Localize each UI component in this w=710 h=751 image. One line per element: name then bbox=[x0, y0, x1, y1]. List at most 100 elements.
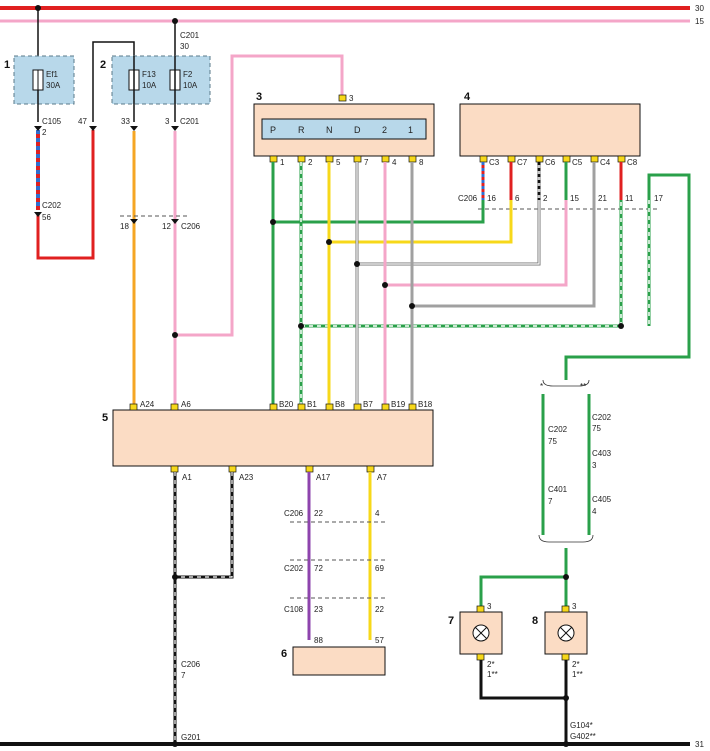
m5-b1: B1 bbox=[307, 400, 317, 409]
sel-pin-8: 8 bbox=[419, 158, 424, 167]
component-1-label: 1 bbox=[4, 59, 10, 71]
c105-label: C105 bbox=[42, 117, 62, 126]
c401-label: C401 bbox=[548, 485, 568, 494]
component-3-selector: 3 3 P R N D 2 1 1 2 5 7 4 8 bbox=[253, 91, 435, 167]
component-2-label: 2 bbox=[100, 59, 106, 71]
lamp-8: 8 3 2* 1** bbox=[532, 602, 588, 679]
fuse-box-1 bbox=[13, 55, 75, 105]
gear-2: 2 bbox=[382, 125, 387, 135]
m5-a1: A1 bbox=[182, 473, 192, 482]
gear-n: N bbox=[326, 125, 333, 135]
component-6-module: 6 bbox=[281, 646, 386, 676]
p22b: 22 bbox=[375, 605, 384, 614]
lamp-7: 7 3 2* 1** bbox=[448, 602, 503, 679]
p72: 72 bbox=[314, 564, 323, 573]
m4-pin-c6: C6 bbox=[545, 158, 556, 167]
c105-pin: 2 bbox=[42, 128, 47, 137]
selector-top-pin: 3 bbox=[349, 94, 354, 103]
m5-b18: B18 bbox=[418, 400, 433, 409]
m4w-11: 11 bbox=[625, 194, 634, 203]
m4w-15: 15 bbox=[570, 194, 579, 203]
m4-pin-c7: C7 bbox=[517, 158, 528, 167]
p23: 23 bbox=[314, 605, 323, 614]
wires-to-6: C206 22 4 C202 72 69 C108 23 22 88 57 bbox=[284, 472, 385, 645]
p3: 3 bbox=[592, 461, 597, 470]
pin-3-c201: 3 bbox=[165, 117, 170, 126]
p88: 88 bbox=[314, 636, 323, 645]
fuse-f13-rating: 10A bbox=[142, 81, 157, 90]
m4-pin-c3: C3 bbox=[489, 158, 500, 167]
c206-label-b: C206 bbox=[458, 194, 478, 203]
p75-r: 75 bbox=[592, 424, 601, 433]
lamp-7-bot-pin-1: 2* bbox=[487, 660, 495, 669]
m5-a7: A7 bbox=[377, 473, 387, 482]
c201-mid-label: C201 bbox=[180, 117, 200, 126]
m4w-6: 6 bbox=[515, 194, 520, 203]
m5-b19: B19 bbox=[391, 400, 406, 409]
c206-label-c: C206 bbox=[181, 660, 201, 669]
rail-30-label: 30 bbox=[695, 4, 704, 13]
star-2: ** bbox=[580, 382, 586, 391]
fuse-f2-label: F2 bbox=[183, 70, 193, 79]
p75-l: 75 bbox=[548, 437, 557, 446]
lamp-branch: * ** C202 75 C401 7 C202 75 C403 3 C405 … bbox=[479, 379, 612, 747]
lamp-8-top-pin: 3 bbox=[572, 602, 577, 611]
component-3-label: 3 bbox=[256, 91, 262, 103]
m5-a24: A24 bbox=[140, 400, 155, 409]
c405-label: C405 bbox=[592, 495, 612, 504]
fuse-ef1-branch: Ef1 30A 1 C105 2 C202 56 bbox=[4, 5, 95, 260]
c202-label-d: C202 bbox=[284, 564, 304, 573]
star-1: * bbox=[540, 382, 543, 391]
m5-b20: B20 bbox=[279, 400, 294, 409]
p7: 7 bbox=[548, 497, 553, 506]
gear-p: P bbox=[270, 125, 276, 135]
g104-label: G104* bbox=[570, 721, 593, 730]
component-4-module: 4 C3 C7 C6 C5 C4 C8 C206 16 6 2 15 21 11… bbox=[458, 91, 663, 210]
component-7-label: 7 bbox=[448, 615, 454, 627]
wires-mid bbox=[270, 162, 691, 404]
pin-12: 12 bbox=[162, 222, 171, 231]
p69: 69 bbox=[375, 564, 384, 573]
lamp-7-top-pin: 3 bbox=[487, 602, 492, 611]
p22a: 22 bbox=[314, 509, 323, 518]
c202-label-a: C202 bbox=[42, 201, 62, 210]
c201-top-label: C201 bbox=[180, 31, 200, 40]
fuse-ef1-label: Ef1 bbox=[46, 70, 59, 79]
component-4-label: 4 bbox=[464, 91, 471, 103]
m4-pin-c8: C8 bbox=[627, 158, 638, 167]
g201-label: G201 bbox=[181, 733, 201, 742]
m5-a17: A17 bbox=[316, 473, 331, 482]
lamp-8-bot-pin-2: 1** bbox=[572, 670, 583, 679]
g402-label: G402** bbox=[570, 732, 596, 741]
c206-label-a: C206 bbox=[181, 222, 201, 231]
gear-1: 1 bbox=[408, 125, 413, 135]
component-6-label: 6 bbox=[281, 648, 287, 660]
sel-pin-4: 4 bbox=[392, 158, 397, 167]
sel-pin-2: 2 bbox=[308, 158, 313, 167]
p4: 4 bbox=[375, 509, 380, 518]
m5-b8: B8 bbox=[335, 400, 345, 409]
c202-label-l: C202 bbox=[548, 425, 568, 434]
m5-a6: A6 bbox=[181, 400, 191, 409]
p4b: 4 bbox=[592, 507, 597, 516]
m4w-2: 2 bbox=[543, 194, 548, 203]
m4w-16: 16 bbox=[487, 194, 496, 203]
gear-r: R bbox=[298, 125, 305, 135]
m5-a23: A23 bbox=[239, 473, 254, 482]
rail-15-label: 15 bbox=[695, 17, 704, 26]
fuse-f13-label: F13 bbox=[142, 70, 156, 79]
fuse-ef1-rating: 30A bbox=[46, 81, 61, 90]
component-5-label: 5 bbox=[102, 412, 108, 424]
pin-47: 47 bbox=[78, 117, 87, 126]
c201-top-pin: 30 bbox=[180, 42, 189, 51]
m4w-21: 21 bbox=[598, 194, 607, 203]
p57: 57 bbox=[375, 636, 384, 645]
c206-pin-c: 7 bbox=[181, 671, 186, 680]
c403-label: C403 bbox=[592, 449, 612, 458]
lamp-7-bot-pin-2: 1** bbox=[487, 670, 498, 679]
m4w-17: 17 bbox=[654, 194, 663, 203]
m5-b7: B7 bbox=[363, 400, 373, 409]
rails: 30 15 31 bbox=[0, 4, 704, 749]
fuse-f2-rating: 10A bbox=[183, 81, 198, 90]
